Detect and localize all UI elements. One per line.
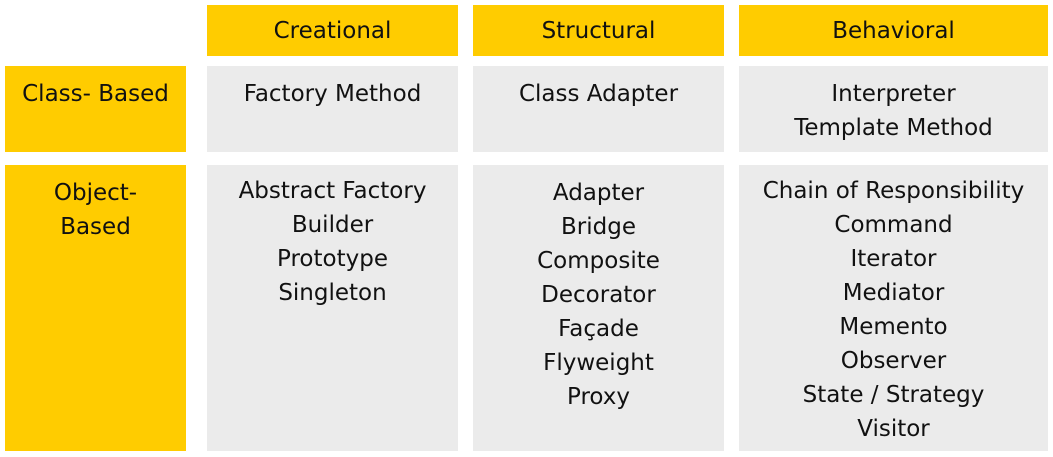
pattern-name: Factory Method [243,81,422,107]
pattern-name: Builder [291,212,374,238]
column-header-behavioral: Behavioral [739,5,1048,56]
pattern-name: Chain of Responsibility [762,178,1025,204]
pattern-name: Observer [840,348,947,374]
pattern-name: Composite [537,248,660,274]
pattern-name: Adapter [552,180,645,206]
row-label-line: Based [60,214,131,240]
pattern-name: Visitor [857,416,930,442]
pattern-name: Template Method [794,115,993,141]
row-label-line: Class- Based [22,81,169,107]
pattern-name: Prototype [277,246,388,272]
pattern-name: Abstract Factory [238,178,427,204]
row-label-line: Object- [53,180,138,206]
pattern-name: Mediator [842,280,945,306]
pattern-name: Façade [558,316,639,342]
pattern-name: Singleton [278,280,387,306]
column-header-label: Structural [541,17,656,44]
pattern-name: Bridge [561,214,636,240]
column-header-label: Creational [273,17,392,44]
pattern-name: State / Strategy [802,382,985,408]
cell-class-structural: Class Adapter [473,66,724,152]
column-header-label: Behavioral [832,17,955,44]
column-header-structural: Structural [473,5,724,56]
pattern-name: Iterator [850,246,937,272]
cell-class-behavioral: Interpreter Template Method [739,66,1048,152]
pattern-name: Interpreter [831,81,956,107]
cell-object-structural: Adapter Bridge Composite Decorator Façad… [473,165,724,451]
cell-class-creational: Factory Method [207,66,458,152]
pattern-name: Memento [839,314,948,340]
row-label-class-based: Class- Based [5,66,186,152]
pattern-name: Proxy [566,384,630,410]
cell-object-behavioral: Chain of Responsibility Command Iterator… [739,165,1048,451]
row-label-object-based: Object- Based [5,165,186,451]
cell-object-creational: Abstract Factory Builder Prototype Singl… [207,165,458,451]
pattern-name: Decorator [541,282,656,308]
pattern-name: Class Adapter [518,81,679,107]
column-header-creational: Creational [207,5,458,56]
pattern-name: Command [834,212,953,238]
pattern-name: Flyweight [543,350,654,376]
